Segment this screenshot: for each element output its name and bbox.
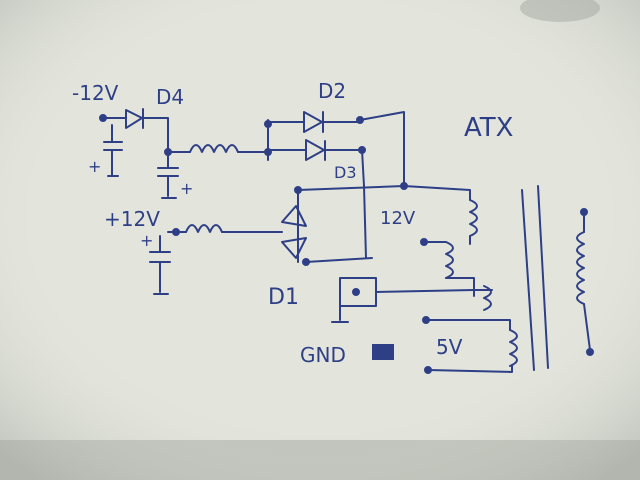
polarity-plus-3: +	[140, 231, 153, 250]
inductor-pos12v	[185, 224, 223, 233]
inductor-neg12v	[189, 144, 239, 153]
label-neg12v: -12V	[72, 81, 119, 105]
label-12v-tap: 12V	[380, 208, 416, 229]
coil-5v	[509, 329, 518, 367]
coil-12v	[469, 199, 478, 237]
label-pos12v: +12V	[104, 207, 160, 231]
label-gnd: GND	[300, 343, 346, 367]
diode-d2-symbol	[303, 111, 323, 133]
polarity-plus-1: +	[88, 157, 101, 176]
coil-primary	[576, 231, 585, 305]
polarity-plus-2: +	[180, 179, 193, 198]
label-5v: 5V	[436, 335, 463, 359]
diode-d4-symbol	[125, 109, 143, 129]
label-d4: D4	[156, 85, 184, 109]
label-atx: ATX	[464, 113, 513, 143]
label-d3: D3	[334, 163, 357, 182]
label-d1: D1	[268, 285, 299, 310]
gnd-marker	[372, 344, 394, 360]
label-d2: D2	[318, 79, 346, 103]
diode-d3-symbol	[305, 139, 325, 161]
